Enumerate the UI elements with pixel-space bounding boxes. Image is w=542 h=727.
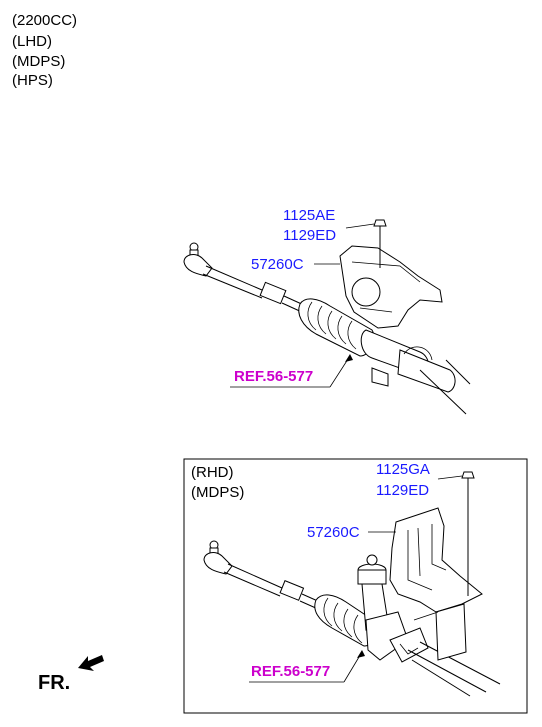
- rhd-pinion-housing: [357, 554, 409, 661]
- front-arrow-icon: [78, 655, 104, 671]
- rhd-part-label-cover[interactable]: 57260C: [307, 524, 360, 541]
- rack-cover: [339, 245, 443, 329]
- rhd-ref-link[interactable]: REF.56-577: [251, 663, 330, 680]
- rhd-note-steering-type: (MDPS): [191, 484, 244, 501]
- rhd-bolt-leader: [437, 475, 463, 480]
- rhd-lock-nut: [279, 580, 305, 601]
- rhd-frame: [183, 458, 528, 714]
- front-label: FR.: [38, 672, 70, 694]
- rhd-note-drive-side: (RHD): [191, 464, 234, 481]
- spec-notes: (2200CC) (LHD) (MDPS) (HPS): [12, 12, 77, 89]
- rhd-part-label-bolt[interactable]: 1125GA: [376, 461, 430, 478]
- note-engine: (2200CC): [12, 12, 77, 29]
- rhd-part-label-bolt-alt[interactable]: 1129ED: [376, 482, 429, 499]
- note-steering-type: (MDPS): [12, 53, 65, 70]
- ref-link[interactable]: REF.56-577: [234, 368, 313, 385]
- note-steering-type-alt: (HPS): [12, 72, 53, 89]
- rack-housing: [360, 329, 471, 415]
- part-label-bolt-alt[interactable]: 1129ED: [283, 227, 336, 244]
- rhd-cover-bolt: [461, 471, 475, 596]
- front-direction-indicator: FR.: [38, 655, 104, 694]
- rhd-box: (RHD) (MDPS): [183, 458, 528, 714]
- note-drive-side: (LHD): [12, 33, 52, 50]
- ref-arrow: [345, 354, 353, 362]
- part-label-cover[interactable]: 57260C: [251, 256, 304, 273]
- rhd-rack-tube: [389, 627, 501, 697]
- part-label-bolt[interactable]: 1125AE: [283, 207, 335, 224]
- tie-rod-end: [183, 242, 263, 299]
- cover-bolt: [373, 219, 387, 268]
- rhd-ref-arrow: [357, 650, 365, 658]
- rhd-cover: [389, 507, 483, 661]
- rhd-tie-rod-end: [203, 540, 283, 597]
- bolt-leader: [345, 223, 375, 229]
- top-diagram: 1125AE 1129ED 57260C REF.56-577: [183, 207, 471, 415]
